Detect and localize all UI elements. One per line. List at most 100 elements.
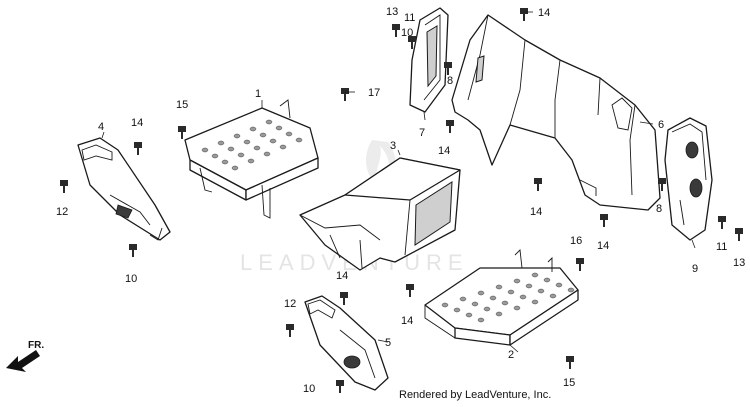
front-direction-arrow: FR. <box>6 340 44 372</box>
callout-12: 12 <box>284 298 296 310</box>
callout-14: 14 <box>530 206 542 218</box>
callout-17: 17 <box>368 87 380 99</box>
part-4-left-panel[interactable] <box>77 137 171 241</box>
part-5-lower-bracket[interactable] <box>304 295 389 391</box>
tray-hole <box>243 139 251 145</box>
callout-5: 5 <box>385 337 391 349</box>
callout-4: 4 <box>98 121 104 133</box>
tray-hole <box>495 284 503 290</box>
tray-hole <box>477 317 485 323</box>
bolt-icon <box>406 284 414 297</box>
callouts: 13 11 10 8 14 17 7 14 6 1 15 4 14 3 12 1… <box>56 6 745 395</box>
tray-hole <box>253 145 261 151</box>
tray-hole <box>453 307 461 313</box>
tray-hole <box>519 294 527 300</box>
callout-14: 14 <box>538 7 550 19</box>
callout-14: 14 <box>336 270 348 282</box>
callout-14: 14 <box>597 240 609 252</box>
bolt-icon <box>134 142 142 155</box>
tray-hole <box>285 131 293 137</box>
bolt-icon <box>408 36 416 49</box>
tray-hole <box>513 305 521 311</box>
tray-hole <box>513 278 521 284</box>
tray-hole <box>471 301 479 307</box>
bolt-icon <box>566 356 574 369</box>
bolt-icon <box>658 178 666 191</box>
bolt-icon <box>520 8 528 21</box>
tray-hole <box>465 312 473 318</box>
bolt-icon <box>718 216 726 229</box>
bolt-icon <box>178 126 186 139</box>
bolt-icon <box>444 62 452 75</box>
tray-hole <box>567 287 575 293</box>
callout-12: 12 <box>56 206 68 218</box>
tray-hole <box>441 302 449 308</box>
part-6-rear-fender[interactable] <box>451 14 661 211</box>
callout-14: 14 <box>438 145 450 157</box>
credit-text: Rendered by LeadVenture, Inc. <box>399 389 551 401</box>
bolt-icon <box>336 380 344 393</box>
callout-14: 14 <box>401 315 413 327</box>
callout-7: 7 <box>419 127 425 139</box>
tray-hole <box>221 159 229 165</box>
callout-13: 13 <box>733 257 745 269</box>
tray-hole <box>227 146 235 152</box>
tray-hole <box>231 165 239 171</box>
callout-10: 10 <box>303 383 315 395</box>
part-2-lower-tray[interactable] <box>424 249 579 346</box>
tray-hole <box>275 125 283 131</box>
callout-11: 11 <box>404 12 415 24</box>
callout-8: 8 <box>447 75 453 87</box>
tray-hole <box>201 147 209 153</box>
tray-hole <box>477 290 485 296</box>
tray-hole <box>217 140 225 146</box>
bolt-icon <box>576 258 584 271</box>
callout-13: 13 <box>386 6 398 18</box>
tray-hole <box>489 295 497 301</box>
bolt-icon <box>735 228 743 241</box>
callout-10: 10 <box>401 27 413 39</box>
direction-label: FR. <box>28 340 44 351</box>
callout-11: 11 <box>716 241 727 253</box>
tray-hole <box>247 158 255 164</box>
tray-hole <box>459 296 467 302</box>
part-3-duct[interactable] <box>299 157 461 271</box>
tray-hole <box>265 119 273 125</box>
tray-hole <box>237 152 245 158</box>
callout-14: 14 <box>131 117 143 129</box>
callout-15: 15 <box>563 377 575 389</box>
bolt-icon <box>600 214 608 227</box>
bolt-icon <box>340 292 348 305</box>
tray-hole <box>531 299 539 305</box>
callout-6: 6 <box>658 119 664 131</box>
bolt-icon <box>129 244 137 257</box>
tray-hole <box>259 132 267 138</box>
part-9-right-guard[interactable] <box>664 117 713 241</box>
part-7-vertical-bracket[interactable] <box>409 7 449 113</box>
callout-10: 10 <box>125 273 137 285</box>
tray-hole <box>543 277 551 283</box>
tray-hole <box>279 144 287 150</box>
bolt-icon <box>534 178 542 191</box>
callout-2: 2 <box>508 349 514 361</box>
callout-9: 9 <box>692 263 698 275</box>
callout-15: 15 <box>176 99 188 111</box>
tray-hole <box>495 311 503 317</box>
bolt-icon <box>392 24 400 37</box>
bolt-icon <box>60 180 68 193</box>
tray-hole <box>507 289 515 295</box>
tray-hole <box>263 151 271 157</box>
tray-hole <box>295 137 303 143</box>
callout-16: 16 <box>570 235 582 247</box>
leader-lines <box>101 11 696 353</box>
tray-hole <box>549 293 557 299</box>
callout-1: 1 <box>255 88 261 100</box>
tray-hole <box>555 282 563 288</box>
bolt-icon <box>286 324 294 337</box>
fasteners <box>60 8 743 393</box>
part-1-tray[interactable] <box>184 99 319 219</box>
tray-hole <box>211 153 219 159</box>
tray-hole <box>531 272 539 278</box>
tray-hole <box>233 133 241 139</box>
